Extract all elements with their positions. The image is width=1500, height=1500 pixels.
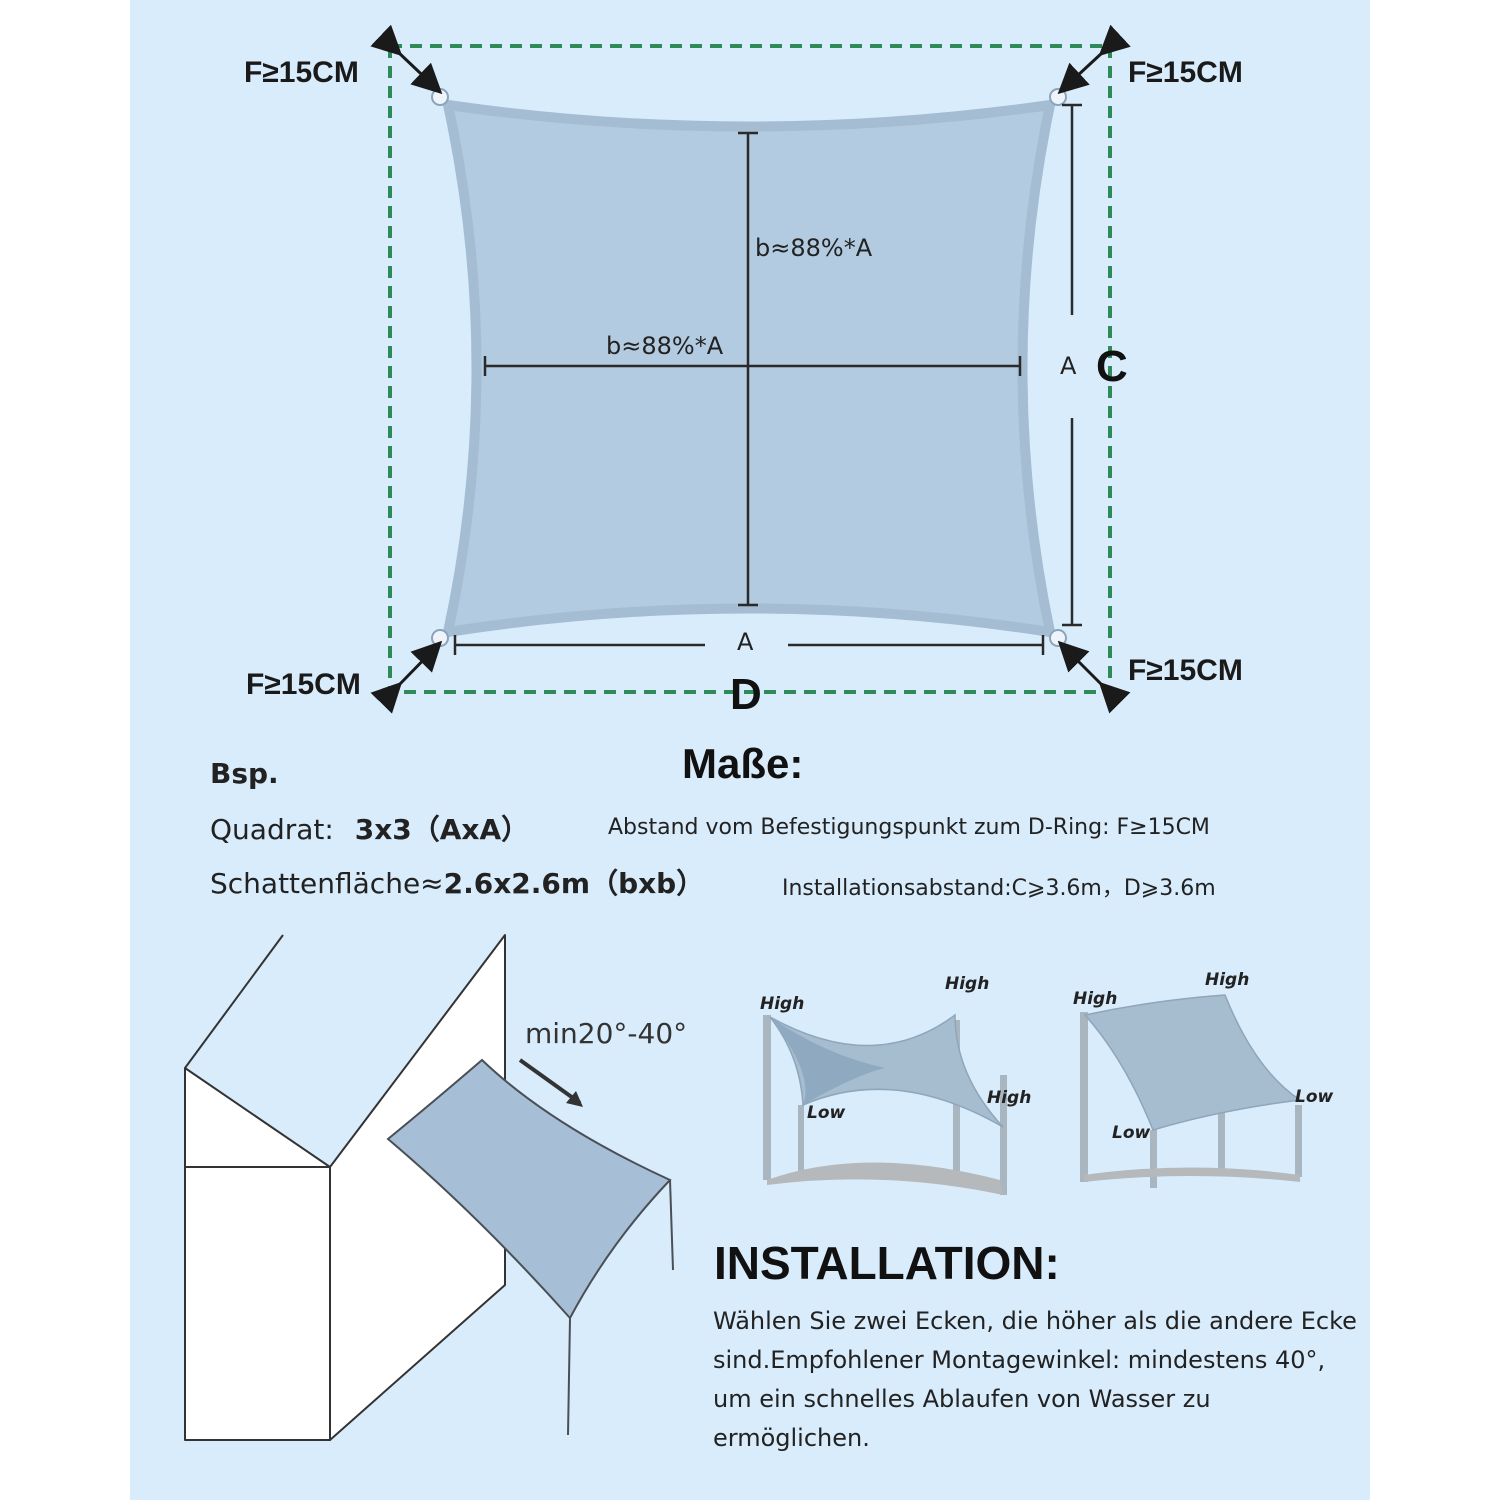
corner-clearance-arrows — [370, 24, 1131, 714]
ex2-high-right: High — [1205, 970, 1249, 990]
corner-label-bottom-right: F≥15CM — [1128, 654, 1243, 687]
example2-sail — [1083, 994, 1303, 1131]
post — [1080, 1012, 1088, 1182]
post — [1150, 1130, 1157, 1188]
quadrat-label: Quadrat: — [210, 813, 334, 846]
side-label-right: A — [1060, 352, 1077, 380]
side-dimension-right — [1062, 103, 1082, 627]
ex1-high-top: High — [945, 974, 989, 994]
angle-label: min20°-40° — [525, 1017, 687, 1050]
sail-dimension-diagram — [370, 24, 1131, 714]
post — [763, 1015, 771, 1180]
quadrat-line: Quadrat: 3x3（AxA） — [210, 808, 529, 848]
ex1-high-right: High — [987, 1088, 1031, 1108]
install-distance-c-label: C — [1096, 342, 1128, 391]
post — [1295, 1105, 1302, 1177]
ex1-low: Low — [807, 1103, 846, 1123]
inner-vertical-label: b≈88%*A — [755, 234, 873, 262]
building-front — [184, 1067, 331, 1441]
shadow — [1084, 1167, 1300, 1182]
example1-sail — [769, 1013, 1004, 1128]
installation-frame — [388, 44, 1112, 694]
installation-title: INSTALLATION: — [714, 1237, 1060, 1289]
install-distance-d-label: D — [730, 670, 762, 719]
quadrat-value: 3x3（AxA） — [354, 813, 530, 846]
ex1-high-left: High — [760, 994, 804, 1014]
inner-dimension-lines — [483, 131, 1022, 607]
corner-label-top-right: F≥15CM — [1128, 56, 1243, 89]
corner-label-top-left: F≥15CM — [244, 56, 359, 89]
example1-sail-fold — [770, 1017, 885, 1105]
installation-text: Wählen Sie zwei Ecken, die höher als die… — [713, 1307, 1357, 1452]
inner-horizontal-label: b≈88%*A — [606, 332, 724, 360]
shadow — [767, 1162, 1003, 1195]
shadow-area-line: Schattenfläche≈2.6x2.6m（bxb） — [210, 862, 704, 902]
slope-arrow-head — [566, 1091, 583, 1107]
install-example-square: High High Low Low — [1073, 970, 1334, 1188]
side-label-bottom: A — [737, 628, 754, 656]
install-example-triangles: High High High Low — [760, 974, 1031, 1195]
dimensions-title: Maße: — [682, 740, 804, 787]
distance-note: Abstand vom Befestigungspunkt zum D-Ring… — [608, 815, 1210, 840]
post — [1000, 1075, 1007, 1195]
post — [798, 1105, 804, 1180]
side-dimension-bottom — [453, 635, 1045, 655]
slope-arrow — [518, 1058, 582, 1105]
install-distance-note: Installationsabstand:C⩾3.6m，D⩾3.6m — [782, 876, 1216, 901]
wall-mount-illustration: min20°-40° — [184, 934, 687, 1441]
example-label: Bsp. — [210, 757, 279, 790]
building-side — [329, 934, 506, 1441]
shadow-value: 2.6x2.6m（bxb） — [443, 867, 705, 900]
ex2-high-left: High — [1073, 989, 1117, 1009]
shadow-label: Schattenfläche≈ — [210, 867, 444, 900]
ex2-low-left: Low — [1112, 1123, 1151, 1143]
corner-label-bottom-left: F≥15CM — [246, 668, 361, 701]
ex2-low-right: Low — [1295, 1087, 1334, 1107]
